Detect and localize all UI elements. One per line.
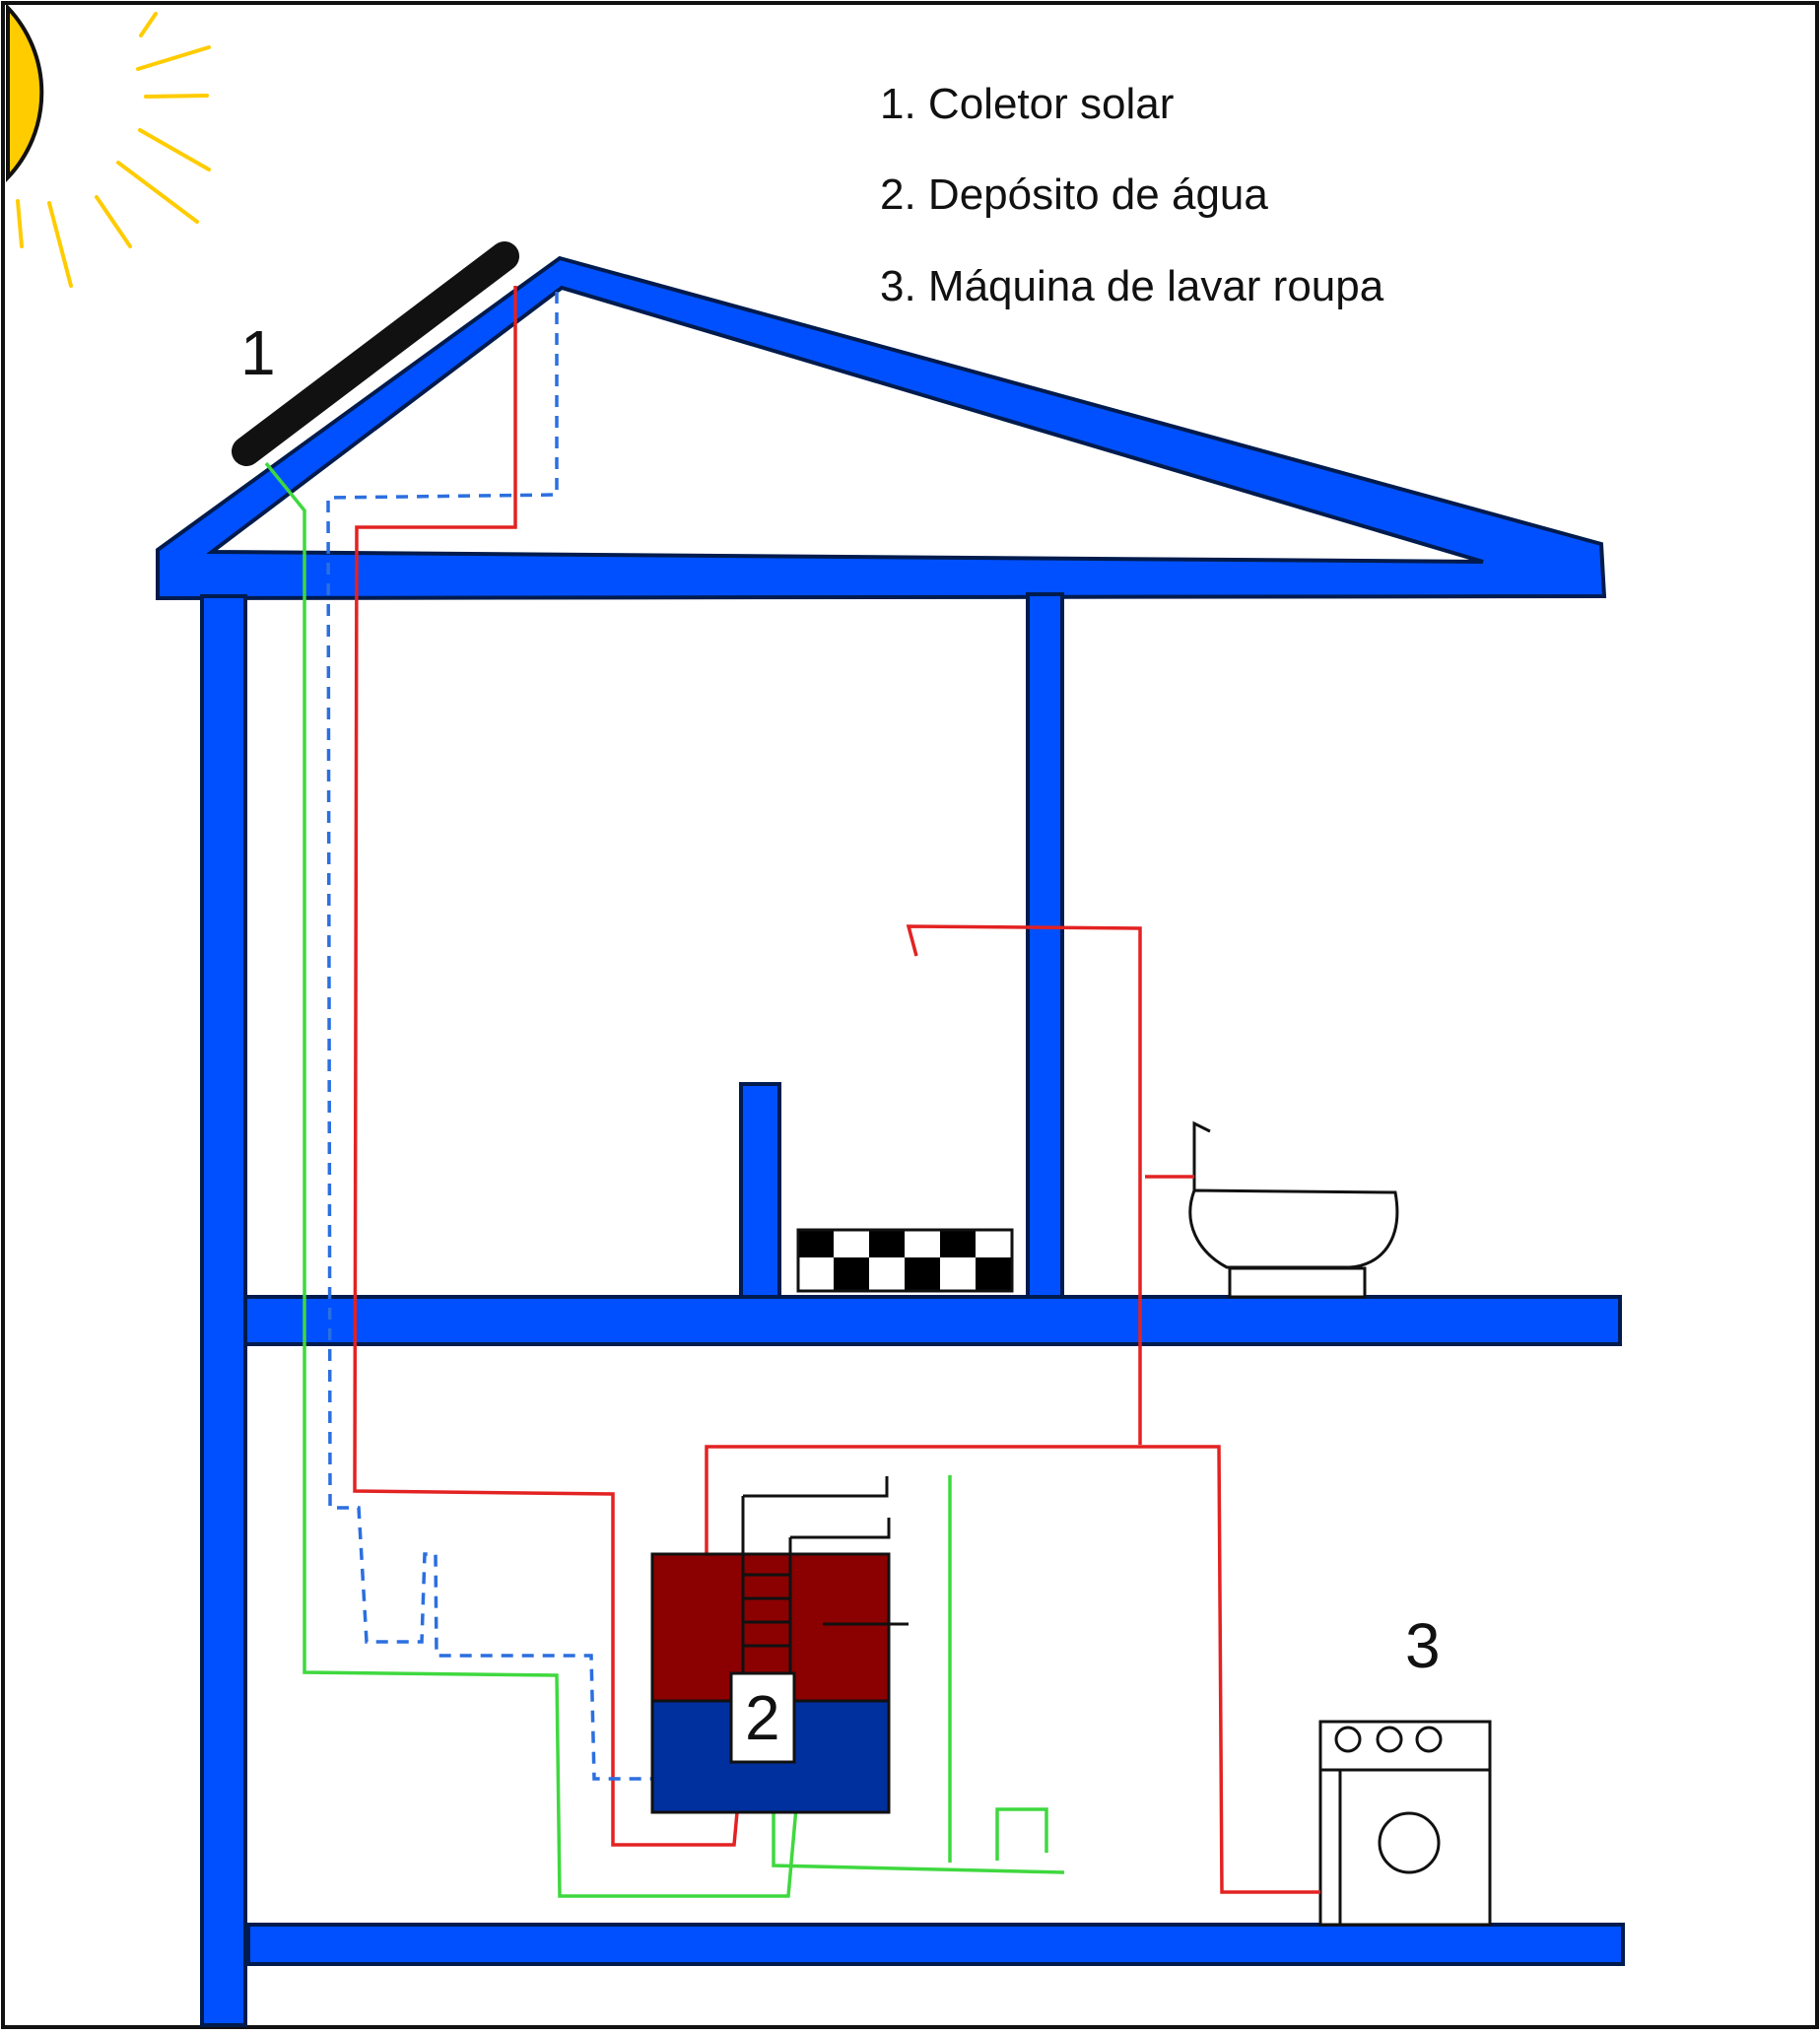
marker-washing-machine: 3 xyxy=(1405,1610,1441,1681)
tank-label-box xyxy=(729,1671,796,1764)
roof xyxy=(156,255,1607,601)
solar-collector xyxy=(232,241,519,466)
interior-wall xyxy=(1026,592,1064,1301)
sun-icon xyxy=(6,2,211,288)
shower-tray xyxy=(796,1228,1014,1293)
marker-collector: 1 xyxy=(240,317,276,388)
left-wall xyxy=(200,594,247,2027)
sun-rays xyxy=(16,12,211,288)
sun-body xyxy=(6,2,44,183)
dashed-circulation-pipe xyxy=(326,292,778,1781)
control-knob xyxy=(1376,1726,1403,1753)
drum-door xyxy=(1378,1811,1441,1874)
heat-exchanger-coil xyxy=(741,1476,909,1673)
shower-partition xyxy=(739,1082,781,1299)
control-knob xyxy=(1415,1726,1443,1753)
upper-floor xyxy=(243,1295,1622,1346)
water-tank xyxy=(650,1476,909,1814)
control-knob xyxy=(1334,1726,1362,1753)
house-structure xyxy=(156,255,1625,2027)
hot-water-pipes xyxy=(353,286,1320,1894)
ground-floor xyxy=(246,1923,1625,1966)
marker-tank: 2 xyxy=(745,1682,780,1753)
legend-item-tank: 2. Depósito de água xyxy=(880,170,1268,219)
legend-item-collector: 1. Coletor solar xyxy=(880,80,1174,128)
legend-item-washing-machine: 3. Máquina de lavar roupa xyxy=(880,262,1384,310)
legend: 1. Coletor solar 2. Depósito de água 3. … xyxy=(880,80,1384,310)
toilet-icon xyxy=(1188,1120,1399,1299)
washing-machine xyxy=(1318,1720,1492,1927)
